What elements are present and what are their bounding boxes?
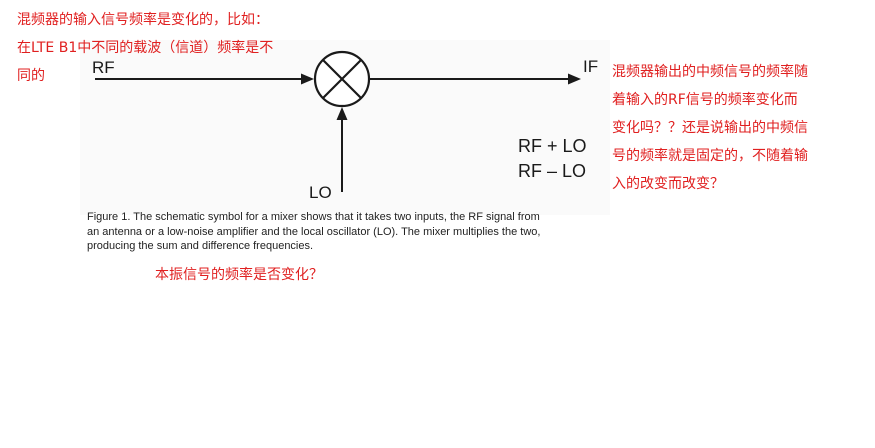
if-label: IF [583,57,599,76]
difference-frequency-label: RF – LO [518,161,587,181]
lo-arrowhead [336,107,348,120]
if-arrowhead [568,73,581,85]
rf-label: RF [92,58,115,77]
annotation-input-note: 混频器的输入信号频率是变化的，比如： 在LTE B1中不同的载波（信道）频率是不… [17,12,274,84]
mixer-cross-2 [322,59,362,99]
rf-arrowhead [301,73,314,85]
figure-caption: Figure 1. The schematic symbol for a mix… [87,211,541,252]
lo-label: LO [309,183,332,202]
annotation-lo-note: 本振信号的频率是否变化？ [155,267,323,283]
annotation-output-note: 混频器输出的中频信号的频率随 着输入的RF信号的频率变化而 变化吗？？还是说输出… [612,64,808,192]
sum-frequency-label: RF + LO [518,136,587,156]
